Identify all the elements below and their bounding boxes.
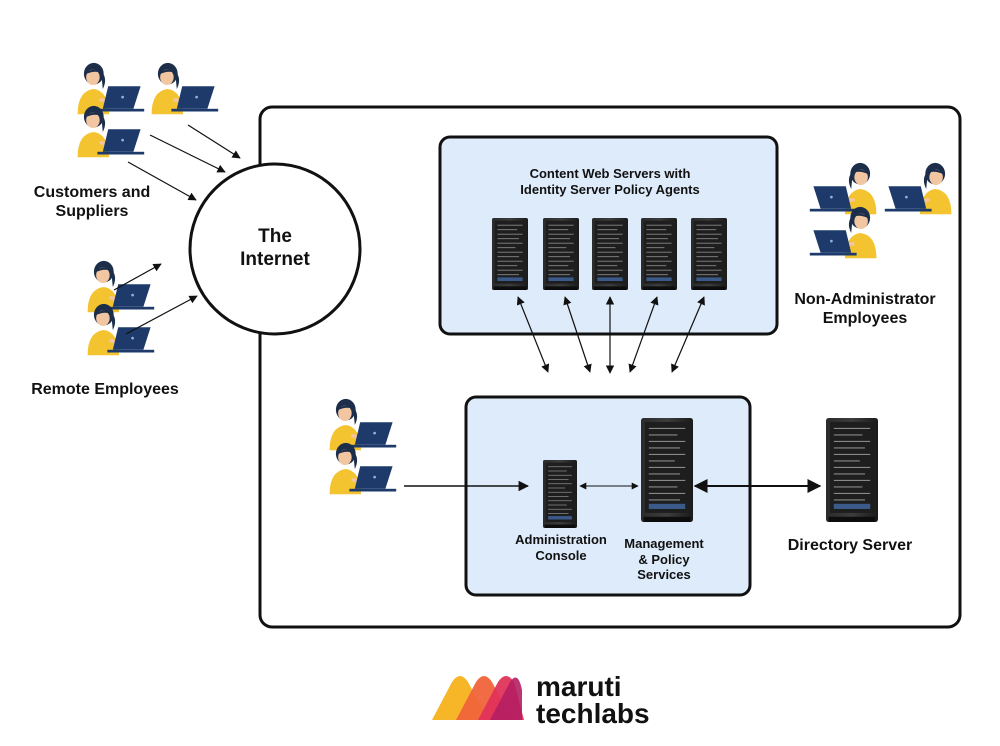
management-rack [641,417,693,523]
customer-arrow [149,134,226,173]
content-server-rack [492,217,528,291]
content-server-rack [641,217,677,291]
directory-server-rack [826,417,878,523]
remote-employees-label: Remote Employees [31,381,179,398]
content-server-rack [691,217,727,291]
remote-arrow [125,295,198,335]
policy-arrow [563,296,592,373]
policy-arrow [628,296,659,373]
customer-person [75,105,146,159]
internet-circle [188,162,362,336]
customer-person [75,62,146,116]
directory-server-label: Directory Server [787,537,913,554]
remote-arrow [113,263,162,291]
customer-arrow [127,161,197,201]
policy-arrow [671,296,705,373]
customer-person [149,62,220,116]
policy-arrow [516,296,550,373]
content-server-rack [592,217,628,291]
remote-employee-person [85,303,156,357]
maruti-logo-icon [432,676,524,720]
content-server-rack [543,217,579,291]
customer-arrow [187,124,241,159]
admin-console-rack [543,459,577,529]
